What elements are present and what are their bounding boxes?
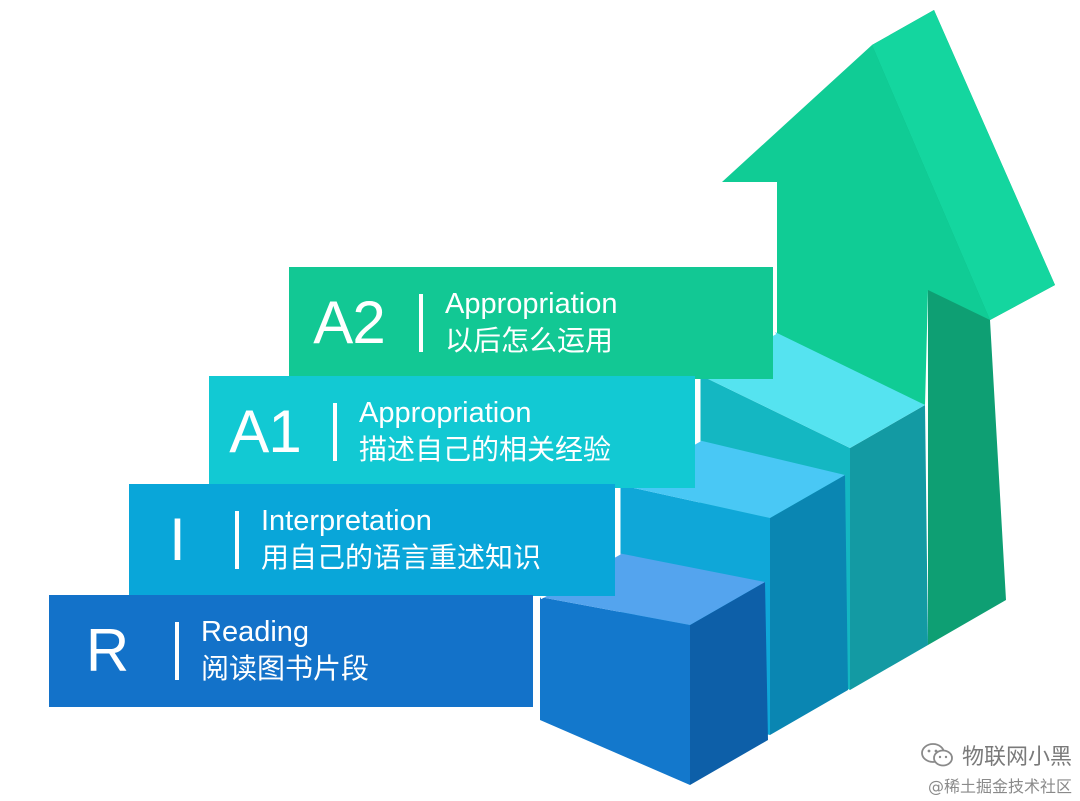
step-a2-description: Appropriation 以后怎么运用 [445,286,618,360]
watermark: 物联网小黑 @稀土掘金技术社区 [920,739,1072,797]
stair-3-right [770,475,848,735]
step-r-english: Reading [201,616,310,648]
step-a2-english: Appropriation [445,288,618,320]
watermark-account-name: 物联网小黑 [961,745,1072,770]
step-a1-band: A1 Appropriation 描述自己的相关经验 [209,376,695,488]
step-i-description: Interpretation 用自己的语言重述知识 [261,503,541,577]
watermark-site: @稀土掘金技术社区 [927,777,1072,796]
step-i-band: I Interpretation 用自己的语言重述知识 [129,484,615,596]
step-r-chinese: 阅读图书片段 [201,652,370,685]
step-r-divider [175,622,179,680]
step-a2-divider [419,294,423,352]
step-r-band: R Reading 阅读图书片段 [49,595,533,707]
step-i-divider [235,511,239,569]
step-a1-english: Appropriation [359,397,532,429]
step-a2-chinese: 以后怎么运用 [445,324,614,357]
arrow-top-edge [872,10,1055,320]
step-i-english: Interpretation [261,505,432,537]
step-i-letter: I [169,506,186,573]
step-a1-letter: A1 [229,398,301,465]
step-r-description: Reading 阅读图书片段 [201,614,369,688]
stair-2-front [540,597,690,785]
step-a2-letter: A2 [313,289,385,356]
step-i-chinese: 用自己的语言重述知识 [261,541,542,574]
stair-4-right [850,405,928,690]
wechat-icon [921,743,953,767]
step-a1-description: Appropriation 描述自己的相关经验 [359,395,611,469]
watermark-account: 物联网小黑 [920,739,1072,771]
step-a1-divider [333,403,337,461]
step-a2-band: A2 Appropriation 以后怎么运用 [289,267,773,379]
arrow-front-face [722,45,990,405]
step-a1-chinese: 描述自己的相关经验 [359,433,612,466]
stair-2-right [690,582,768,785]
step-r-letter: R [85,617,129,684]
